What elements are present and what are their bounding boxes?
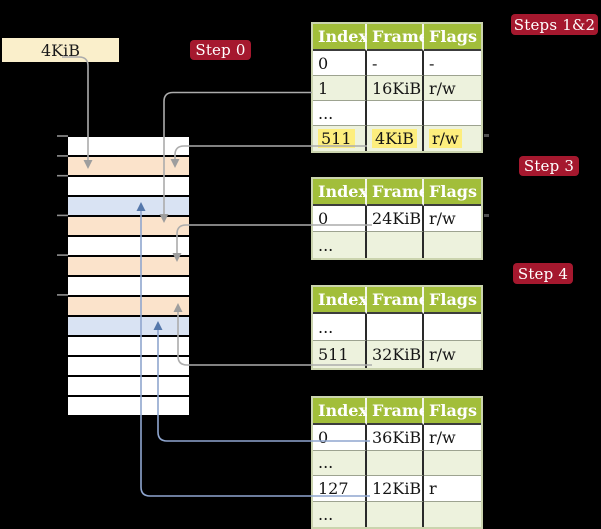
table-1-row-3-cell-3 — [424, 101, 481, 126]
table-4-row-2-cell-1: ... — [313, 450, 367, 476]
badge-step-0: Step 0 — [190, 40, 251, 60]
badge-steps-1-2: Steps 1&2 — [511, 14, 598, 35]
table-4-row-3-cell-2: 12KiB — [367, 476, 424, 502]
table-4-row-4-cell-2 — [367, 501, 424, 527]
table-1-header-flags: Flags — [424, 24, 481, 51]
memory-row-7 — [68, 257, 189, 275]
table-1-row-4-cell-3: r/w — [424, 126, 481, 151]
table-3-row-1-cell-1: ... — [313, 314, 367, 341]
table-3-row-1-cell-2 — [367, 314, 424, 341]
table-2-header-index: Index — [313, 179, 368, 206]
table-1-row-4-cell-1: 511 — [313, 126, 367, 151]
highlighted-value: 511 — [318, 129, 355, 148]
table-1-header-index: Index — [313, 24, 368, 51]
frame-size-box: 4KiB — [2, 38, 119, 62]
table-3-header-index: Index — [313, 287, 368, 314]
highlighted-value: r/w — [429, 129, 462, 148]
table-1-header-frame: Frame — [367, 24, 429, 51]
table-1-row-2-cell-3: r/w — [424, 76, 481, 101]
memory-row-14 — [68, 397, 189, 415]
memory-row-11 — [68, 337, 189, 355]
table-4-header-frame: Frame — [367, 398, 429, 425]
memory-row-5 — [68, 217, 189, 235]
memory-row-13 — [68, 377, 189, 395]
table-4-row-1-cell-3: r/w — [424, 425, 481, 451]
table-4-row-3-cell-3: r — [424, 476, 481, 502]
table-1-row-3-cell-2 — [367, 101, 424, 126]
memory-row-1 — [68, 137, 189, 155]
frame-size-label: 4KiB — [40, 40, 80, 60]
table-4-row-1-cell-1: 0 — [313, 425, 367, 451]
table-1-row-2-cell-1: 1 — [313, 76, 367, 101]
memory-row-3 — [68, 177, 189, 195]
table-1-row-1-cell-1: 0 — [313, 51, 367, 76]
table-4-row-4-cell-3 — [424, 501, 481, 527]
table-edge-mark-1 — [484, 134, 489, 137]
badge-step-4: Step 4 — [513, 263, 573, 284]
memory-row-12 — [68, 357, 189, 375]
table-edge-mark-2 — [484, 214, 489, 217]
memory-row-9 — [68, 297, 189, 315]
table-4-row-2-cell-3 — [424, 450, 481, 476]
table-4-row-2-cell-2 — [367, 450, 424, 476]
table-3-row-2-cell-1: 511 — [313, 341, 367, 368]
table-3-row-1-cell-3 — [424, 314, 481, 341]
table-4-row-1-cell-2: 36KiB — [367, 425, 424, 451]
table-2-row-1-cell-3: r/w — [424, 206, 481, 232]
table-4-row-3-cell-1: 127 — [313, 476, 367, 502]
memory-row-10 — [68, 317, 189, 335]
table-2-row-2-cell-2 — [367, 232, 424, 258]
table-2-row-2-cell-1: ... — [313, 232, 367, 258]
table-2-row-1-cell-1: 0 — [313, 206, 367, 232]
table-1-row-2-cell-2: 16KiB — [367, 76, 424, 101]
table-1-row-3-cell-1: ... — [313, 101, 367, 126]
table-4-header-index: Index — [313, 398, 368, 425]
table-3-header-flags: Flags — [424, 287, 481, 314]
table-1-row-4-cell-2: 4KiB — [367, 126, 424, 151]
memory-row-2 — [68, 157, 189, 175]
highlighted-value: 4KiB — [372, 129, 418, 148]
table-1-row-1-cell-2: - — [367, 51, 424, 76]
table-4-row-4-cell-1: ... — [313, 501, 367, 527]
table-2-header-frame: Frame — [367, 179, 429, 206]
table-4-header-flags: Flags — [424, 398, 481, 425]
table-1-row-1-cell-3: - — [424, 51, 481, 76]
memory-column — [68, 137, 189, 415]
table-2-row-1-cell-2: 24KiB — [367, 206, 424, 232]
memory-row-4 — [68, 197, 189, 215]
badge-step-3: Step 3 — [519, 156, 579, 176]
memory-row-8 — [68, 277, 189, 295]
table-3-row-2-cell-3: r/w — [424, 341, 481, 368]
memory-row-6 — [68, 237, 189, 255]
table-2-row-2-cell-3 — [424, 232, 481, 258]
table-3-row-2-cell-2: 32KiB — [367, 341, 424, 368]
table-2-header-flags: Flags — [424, 179, 481, 206]
table-3-header-frame: Frame — [367, 287, 429, 314]
